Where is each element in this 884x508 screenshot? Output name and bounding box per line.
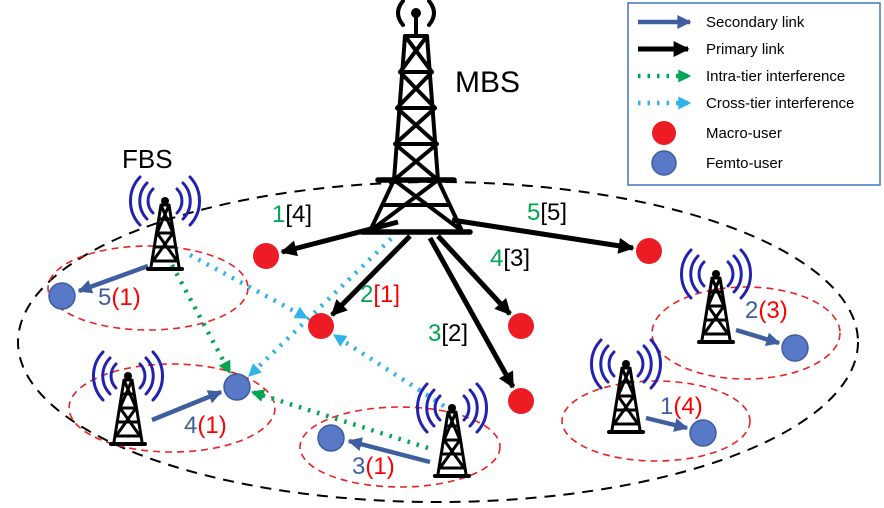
legend-label-femto-user: Femto-user bbox=[706, 155, 783, 172]
secondary-link-2 bbox=[735, 327, 781, 347]
femtocell-boundary-4 bbox=[651, 286, 841, 380]
secondary-link-1 bbox=[645, 415, 689, 432]
femto-user-1 bbox=[689, 419, 717, 447]
secondary-link-5 bbox=[77, 263, 149, 294]
mbs-lattice bbox=[392, 16, 440, 182]
cross-tier-interference-mbs-to-femtouser bbox=[247, 230, 400, 378]
primary-link-3 bbox=[427, 236, 516, 389]
macro-user-3 bbox=[508, 388, 534, 414]
mbs-tower bbox=[359, 0, 473, 235]
fbs-tower-1 bbox=[128, 175, 202, 271]
secondary-link-label-4: 4(1) bbox=[184, 412, 227, 439]
mbs-legs bbox=[368, 178, 464, 233]
primary-link-label-4: 4[3] bbox=[490, 245, 530, 272]
macro-user-4 bbox=[508, 313, 534, 339]
fbs-tower-4 bbox=[679, 248, 753, 344]
femto-user-2 bbox=[781, 334, 809, 362]
femto-user-4 bbox=[223, 373, 251, 401]
secondary-link-4 bbox=[151, 389, 223, 423]
femtocell-boundary-2 bbox=[68, 363, 276, 453]
secondary-link-3 bbox=[347, 437, 431, 465]
femto-user-3 bbox=[317, 424, 345, 452]
fbs-tower-2 bbox=[91, 350, 165, 446]
secondary-link-label-1: 1(4) bbox=[660, 393, 703, 420]
legend-label-cross-tier: Cross-tier interference bbox=[706, 95, 854, 112]
femtocell-boundary-1 bbox=[47, 245, 249, 331]
fbs-label: FBS bbox=[122, 144, 173, 174]
legend-macro-user-icon bbox=[652, 121, 676, 145]
primary-link-label-5: 5[5] bbox=[527, 199, 567, 226]
intra-tier-interference-fbs1-to-femtouser bbox=[170, 263, 232, 375]
macro-user-1 bbox=[253, 243, 279, 269]
primary-link-label-3: 3[2] bbox=[428, 320, 468, 347]
secondary-link-label-2: 2(3) bbox=[745, 297, 788, 324]
legend-label-intra-tier: Intra-tier interference bbox=[706, 68, 845, 85]
mbs-label: MBS bbox=[455, 66, 520, 99]
legend: Secondary link Primary link Intra-tier i… bbox=[627, 2, 881, 186]
secondary-link-label-3: 3(1) bbox=[352, 453, 395, 480]
primary-link-4 bbox=[436, 234, 512, 316]
macro-user-5 bbox=[636, 238, 662, 264]
secondary-link-label-5: 5(1) bbox=[98, 284, 141, 311]
femto-user-5 bbox=[48, 282, 76, 310]
primary-link-label-1: 1[4] bbox=[272, 201, 312, 228]
legend-label-secondary-link: Secondary link bbox=[706, 14, 805, 31]
intra-tier-interference-fbs3-to-femtouser bbox=[250, 389, 429, 451]
primary-link-5 bbox=[451, 217, 635, 254]
legend-label-macro-user: Macro-user bbox=[706, 125, 782, 142]
legend-femto-user-icon bbox=[651, 150, 677, 176]
primary-link-2 bbox=[330, 234, 412, 317]
primary-link-label-2: 2[1] bbox=[360, 281, 400, 308]
mbs-antenna-icon bbox=[411, 8, 421, 18]
macro-user-2 bbox=[308, 313, 334, 339]
legend-label-primary-link: Primary link bbox=[706, 41, 785, 58]
femtocell-boundary-3 bbox=[299, 406, 501, 488]
mbs-antenna-waves-icon bbox=[396, 0, 436, 27]
